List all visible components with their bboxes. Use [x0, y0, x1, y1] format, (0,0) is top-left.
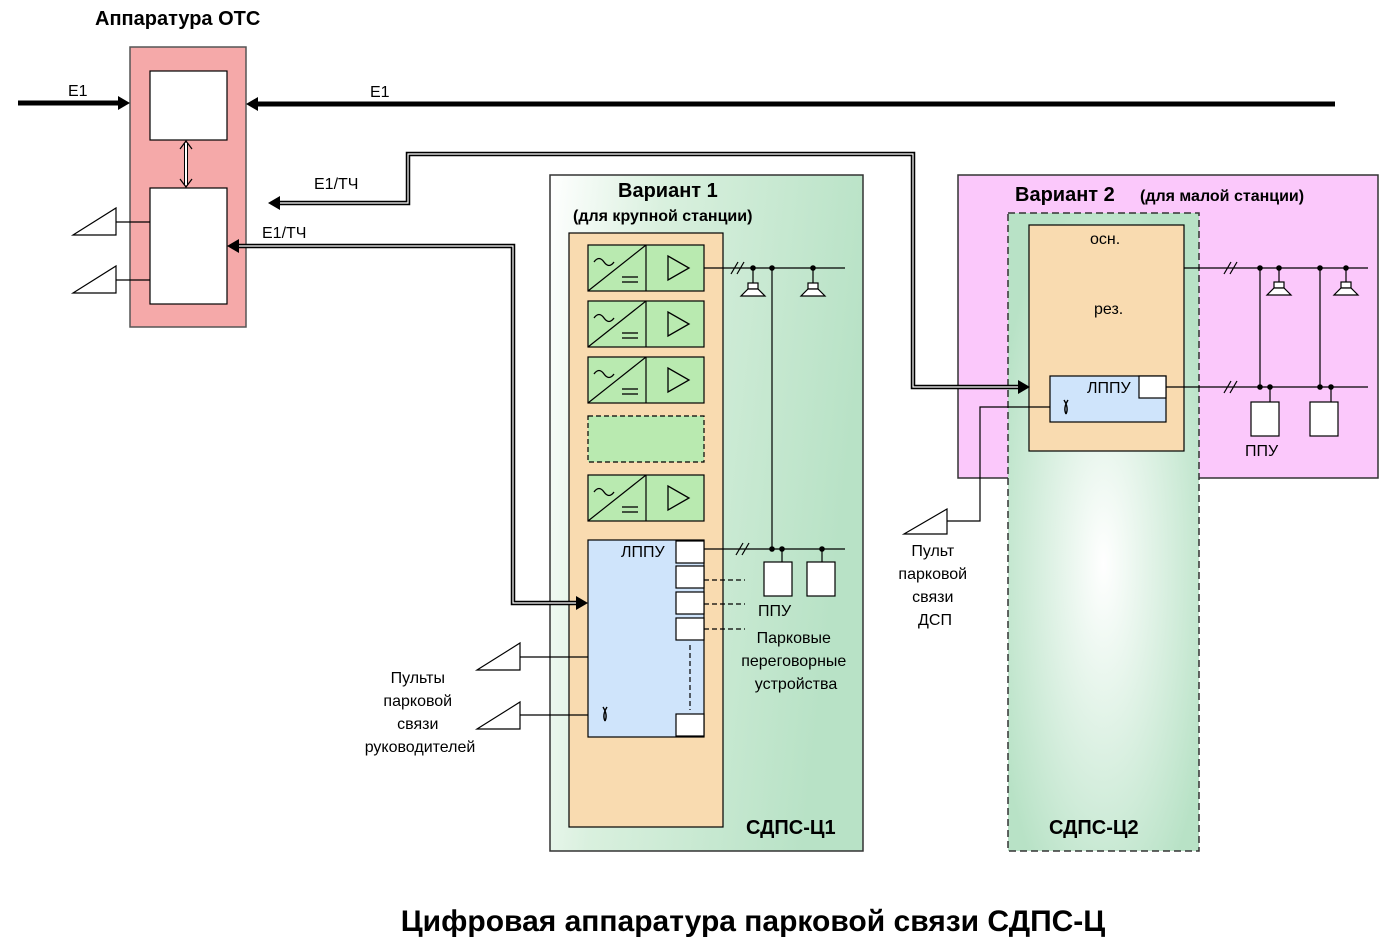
variant1-title: Вариант 1 — [618, 180, 718, 202]
manager-console-icon-1 — [474, 641, 588, 671]
dsp-console-icon — [901, 406, 1050, 535]
variant2-title: Вариант 2 — [1015, 184, 1115, 206]
loudspeaker-icon-1 — [739, 282, 767, 297]
ppu-device-v1-1 — [763, 561, 793, 597]
e1-tch-upper-line — [268, 151, 1030, 394]
ppu-v2-label: ППУ — [1245, 443, 1279, 460]
diagram-caption: Цифровая аппаратура парковой связи СДПС-… — [401, 905, 1106, 938]
lppu-v1-port-5 — [675, 713, 705, 737]
speaker-bus-v1 — [704, 261, 845, 549]
loudspeaker-icon-3 — [1265, 281, 1293, 296]
ppu-bus-v1 — [704, 542, 845, 630]
amp-module-1 — [587, 244, 705, 292]
lppu-v1-port-2 — [675, 565, 705, 589]
lppu-v1-label: ЛППУ — [621, 544, 666, 561]
dsp-console-line-2: парковой — [898, 566, 967, 583]
manager-consoles-line-3: связи — [397, 716, 438, 733]
lppu-v1-switch-icon — [602, 706, 608, 722]
ots-console-icon-2 — [70, 264, 150, 294]
park-devices-line-3: устройства — [755, 676, 838, 693]
e1-tch-lower-line — [227, 239, 588, 610]
dsp-console-line-3: связи — [912, 589, 953, 606]
amp-module-4 — [587, 474, 705, 522]
variant2-reserve-label: рез. — [1094, 301, 1123, 318]
e1-tch-upper-label: E1/ТЧ — [314, 176, 358, 193]
lppu-v2-label: ЛППУ — [1087, 380, 1132, 397]
variant1-product-label: СДПС-Ц1 — [746, 817, 836, 839]
amp-module-3 — [587, 356, 705, 404]
manager-console-icon-2 — [474, 700, 588, 730]
e1-tch-lower-label: E1/ТЧ — [262, 225, 306, 242]
loudspeaker-icon-4 — [1332, 281, 1360, 296]
e1-top-label: E1 — [370, 84, 390, 101]
ots-upper-module — [149, 70, 228, 141]
amp-module-empty-slot — [587, 415, 705, 463]
manager-consoles-label: Пульты парковой связи руководителей — [365, 670, 476, 756]
lppu-v2-switch-icon — [1063, 399, 1069, 415]
ots-title: Аппаратура ОТС — [95, 8, 260, 30]
e1-left-label: E1 — [68, 83, 88, 100]
park-devices-label: Парковые переговорные устройства — [741, 630, 851, 693]
ppu-device-v1-2 — [806, 561, 836, 597]
e1-left-line — [18, 96, 130, 110]
ppu-bus-v2 — [1166, 380, 1368, 402]
manager-consoles-line-1: Пульты — [391, 670, 445, 687]
lppu-v1-port-1 — [675, 540, 705, 564]
dsp-console-line-1: Пульт — [911, 543, 955, 560]
ppu-device-v2-2 — [1309, 401, 1339, 437]
variant2-product-label: СДПС-Ц2 — [1049, 817, 1139, 839]
manager-consoles-line-2: парковой — [383, 693, 452, 710]
lppu-v2-port — [1138, 375, 1167, 399]
ots-lower-module — [149, 187, 228, 305]
ppu-v1-label: ППУ — [758, 603, 792, 620]
ots-console-icon-1 — [70, 206, 150, 236]
manager-consoles-line-4: руководителей — [365, 739, 476, 756]
amp-module-2 — [587, 300, 705, 348]
lppu-v1-port-4 — [675, 617, 705, 641]
speaker-bus-v2 — [1184, 261, 1368, 387]
dsp-console-label: Пульт парковой связи ДСП — [898, 543, 971, 629]
lppu-v1-port-3 — [675, 591, 705, 615]
variant1-subtitle: (для крупной станции) — [573, 208, 752, 225]
dsp-console-line-4: ДСП — [918, 612, 952, 629]
variant2-subtitle: (для малой станции) — [1140, 188, 1304, 205]
loudspeaker-icon-2 — [799, 282, 827, 297]
variant2-main-label: осн. — [1090, 231, 1120, 248]
park-devices-line-1: Парковые — [757, 630, 831, 647]
e1-right-line — [246, 97, 1335, 111]
ppu-device-v2-1 — [1250, 401, 1280, 437]
park-devices-line-2: переговорные — [741, 653, 846, 670]
ots-link-arrow — [179, 140, 193, 188]
